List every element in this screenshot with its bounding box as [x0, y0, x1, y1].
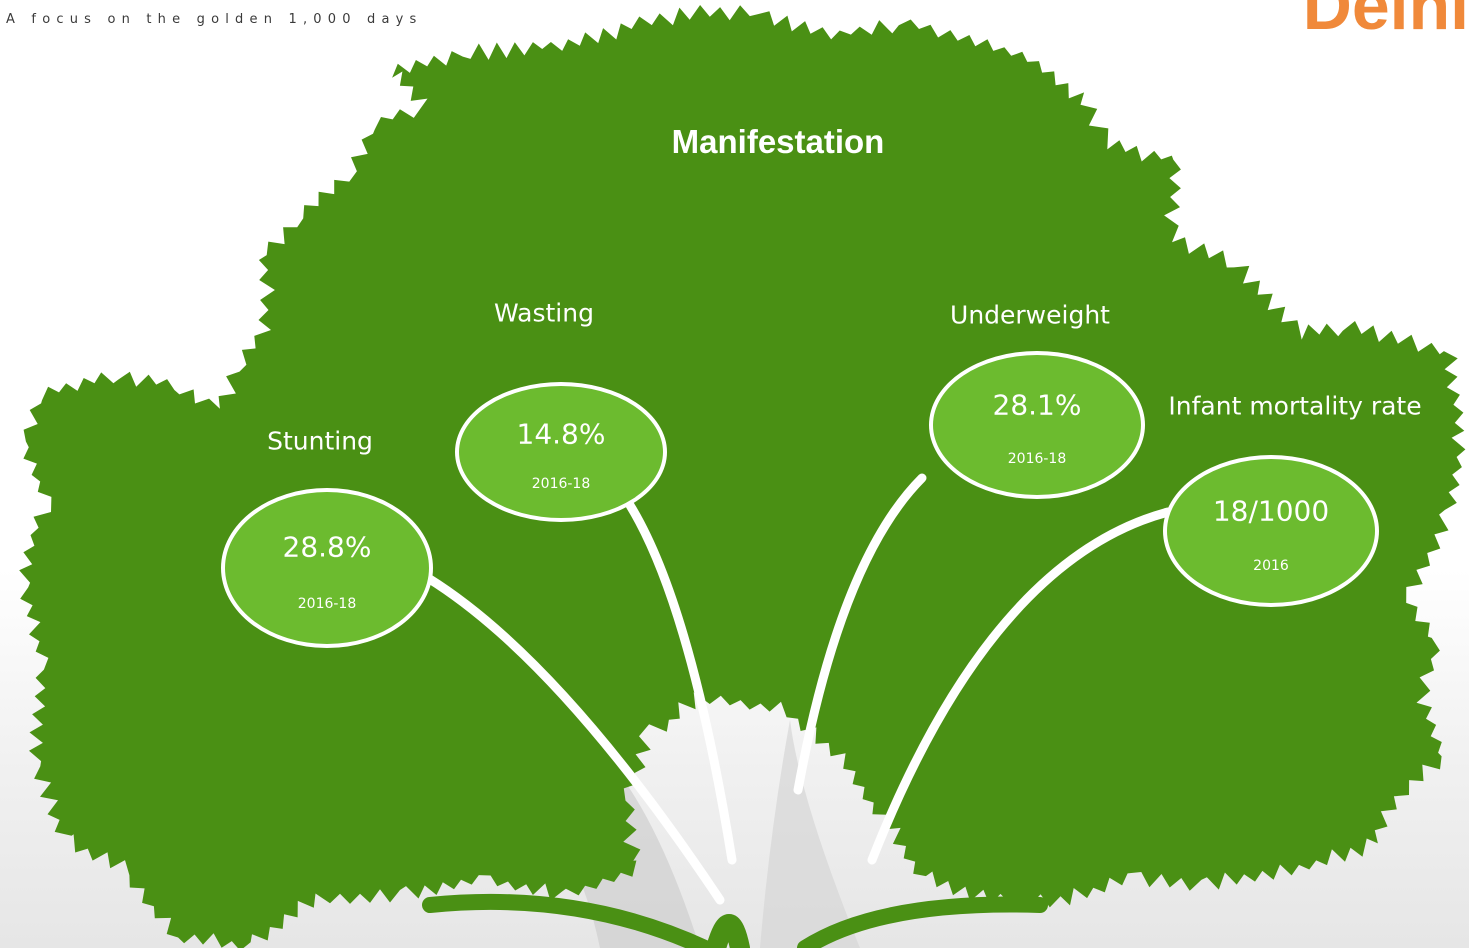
indicator-value-imr: 18/1000: [1212, 494, 1330, 528]
indicator-value-stunting: 28.8%: [282, 530, 372, 564]
indicator-period-stunting: 2016-18: [297, 596, 357, 613]
indicator-label-imr: Infant mortality rate: [1168, 391, 1422, 421]
branch-stem-stunting: [423, 573, 725, 905]
lower-branch-left: [422, 893, 713, 948]
tree-canopy: [19, 5, 1466, 948]
indicator-bubble-underweight: 28.1% 2016-18: [929, 351, 1145, 499]
indicator-label-underweight: Underweight: [950, 300, 1110, 330]
tagline: A focus on the golden 1,000 days: [6, 12, 423, 27]
lower-branch-right: [797, 896, 1048, 948]
trunk: [706, 914, 750, 948]
indicator-period-underweight: 2016-18: [1007, 450, 1067, 467]
branch-stems: [423, 473, 1173, 905]
indicator-bubble-wasting: 14.8% 2016-18: [455, 382, 667, 522]
branch-stem-wasting: [623, 497, 737, 865]
indicator-label-wasting: Wasting: [494, 298, 594, 328]
trunk-shadow-right: [760, 720, 860, 948]
indicator-label-stunting: Stunting: [267, 426, 373, 456]
indicator-period-imr: 2016: [1253, 557, 1289, 574]
indicator-value-underweight: 28.1%: [992, 388, 1082, 422]
region-title: Delhi: [1302, 0, 1469, 44]
branch-stem-underweight: [793, 473, 927, 795]
indicator-period-wasting: 2016-18: [531, 475, 591, 492]
diagram-title: Manifestation: [671, 123, 885, 160]
indicator-value-wasting: 14.8%: [516, 417, 606, 451]
branch-stem-imr: [867, 507, 1173, 865]
indicator-bubble-stunting: 28.8% 2016-18: [221, 488, 433, 648]
lower-branches: [422, 893, 1048, 948]
indicator-bubble-imr: 18/1000 2016: [1163, 455, 1379, 607]
